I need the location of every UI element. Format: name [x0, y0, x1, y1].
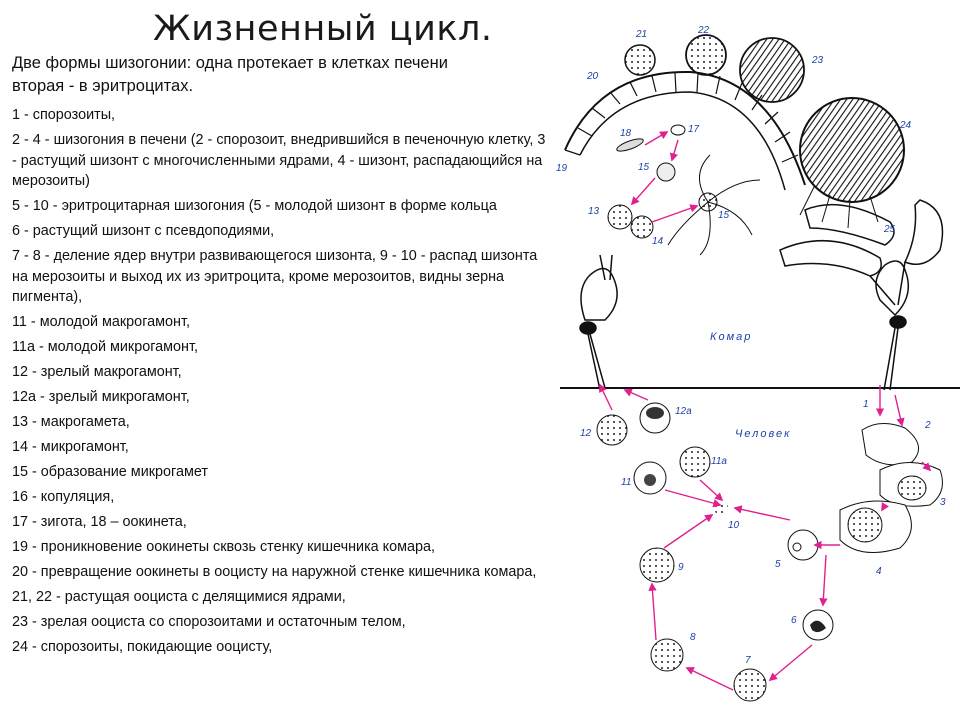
- slide-subtitle: Две формы шизогонии: одна протекает в кл…: [12, 52, 540, 98]
- stage-number: 7: [745, 655, 751, 666]
- oocysts: [624, 34, 905, 229]
- mosquito-stages: [607, 124, 761, 256]
- stage-number: 12а: [675, 406, 692, 417]
- subtitle-line: Две формы шизогонии: одна протекает в кл…: [12, 54, 448, 72]
- list-item: 11 - молодой макрогамонт,: [12, 314, 190, 331]
- list-item: 1 - спорозоиты,: [12, 107, 116, 123]
- stage-number: 11а: [711, 456, 727, 467]
- stage-number: 1: [863, 399, 869, 410]
- stage-number: 15: [638, 162, 650, 173]
- stage-number: 10: [728, 520, 740, 531]
- salivary-glands: [779, 199, 944, 306]
- list-item: 20 - превращение оокинеты в ооцисту на н…: [12, 564, 537, 581]
- list-item: 5 - 10 - эритроцитарная шизогония (5 - м…: [12, 198, 497, 215]
- stage-number: 12: [580, 428, 592, 439]
- list-item: 13 - макрогамета,: [12, 414, 130, 431]
- list-item: 12 - зрелый макрогамонт,: [12, 364, 182, 381]
- stage-number: 19: [556, 163, 568, 174]
- stage-number: 8: [690, 632, 696, 643]
- list-item: 24 - спорозоиты, покидающие ооцисту,: [12, 639, 273, 656]
- stage-number: 2: [924, 420, 931, 431]
- list-item: 21, 22 - растущая ооциста с делящимися я…: [12, 589, 346, 606]
- stage-number: 9: [678, 562, 684, 573]
- stage-numbers: 1 2 3 4 5 6 7 8 9 10 11 11а 12 12а 13 14…: [556, 25, 946, 666]
- stage-number: 3: [940, 497, 946, 508]
- stage-number: 6: [791, 615, 797, 626]
- stage-number: 13: [588, 206, 600, 217]
- subtitle-line: вторая - в эритроцитах.: [12, 77, 194, 95]
- mosquito-heads: [579, 254, 910, 391]
- stage-number: 21: [635, 29, 647, 40]
- list-item: 19 - проникновение оокинеты сквозь стенк…: [12, 539, 436, 556]
- list-item: 15 - образование микрогамет: [12, 464, 208, 481]
- human-label: Человек: [735, 428, 791, 440]
- list-item: 23 - зрелая ооциста со спорозоитами и ос…: [12, 614, 406, 631]
- list-item: 12а - зрелый микрогамонт,: [12, 389, 190, 406]
- slide-title: Жизненный цикл.: [153, 9, 493, 49]
- list-item: 16 - копуляция,: [12, 489, 115, 506]
- stage-number: 14: [652, 236, 664, 247]
- stage-number: 25: [883, 224, 896, 235]
- human-stages: [596, 402, 943, 702]
- list-item: 17 - зигота, 18 – оокинета,: [12, 514, 187, 531]
- list-item: 7 - 8 - деление ядер внутри развивающего…: [12, 248, 538, 306]
- list-item: 11а - молодой микрогамонт,: [12, 339, 199, 356]
- stage-number: 23: [811, 55, 824, 66]
- stage-number: 5: [775, 559, 781, 570]
- stage-number: 15: [718, 210, 730, 221]
- life-cycle-diagram: Комар Человек 1 2 3 4 5 6 7 8 9 10 11 11…: [556, 25, 960, 702]
- list-item: 6 - растущий шизонт с псевдоподиями,: [12, 223, 275, 240]
- gut-wall: [564, 70, 806, 191]
- stage-number: 18: [620, 128, 632, 139]
- stage-number: 11: [621, 477, 631, 488]
- cycle-arrows: [599, 131, 932, 691]
- stage-number: 20: [586, 71, 599, 82]
- stage-number: 17: [688, 124, 700, 135]
- mosquito-label: Комар: [710, 331, 752, 343]
- stage-number: 22: [697, 25, 710, 36]
- list-item: 2 - 4 - шизогония в печени (2 - спорозои…: [12, 131, 546, 190]
- list-item: 14 - микрогамонт,: [12, 439, 129, 456]
- stage-number: 24: [899, 120, 912, 131]
- stage-number: 4: [876, 566, 882, 577]
- stage-list: 1 - спорозоиты, 2 - 4 - шизогония в пече…: [12, 105, 547, 662]
